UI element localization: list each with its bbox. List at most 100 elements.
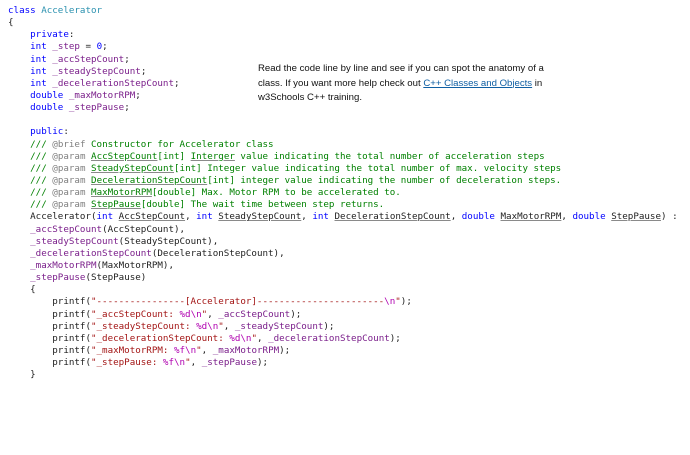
code-variable: _stepPause	[30, 272, 86, 284]
code-text	[8, 224, 30, 235]
doc-tag: @param	[52, 187, 86, 199]
note-text-after: in w3Schools C++ training.	[258, 77, 543, 104]
code-line: /// @brief Constructor for Accelerator c…	[8, 139, 678, 151]
code-text	[8, 163, 30, 174]
code-line: printf("_maxMotorRPM: %f\n", _maxMotorRP…	[8, 345, 678, 357]
param-ref: SteadyStepCount	[91, 162, 175, 174]
doc-tag: @param	[52, 174, 86, 186]
code-escape: \n	[185, 344, 197, 356]
code-variable: _maxMotorRPM	[68, 89, 136, 101]
code-text	[8, 187, 30, 198]
code-string: "	[395, 296, 401, 308]
code-text: (StepPause)	[85, 272, 147, 284]
code-text: (DecelerationStepCount),	[151, 247, 285, 259]
code-line: printf("_stepPause: %f\n", _stepPause);	[8, 357, 678, 369]
code-line: int _accStepCount;	[8, 54, 678, 66]
code-comment: ///	[30, 199, 53, 211]
code-text: :	[68, 29, 75, 41]
note-text-before: Read the code line by line and see if yo…	[258, 63, 544, 89]
code-type: Accelerator	[41, 5, 103, 16]
code-variable: _steadyStepCount	[52, 65, 141, 77]
code-text	[8, 199, 30, 210]
code-text: );	[400, 296, 412, 308]
code-text: {	[8, 17, 14, 29]
code-text	[8, 126, 30, 137]
code-keyword: class	[8, 5, 42, 16]
param-name: SteadyStepCount	[218, 211, 302, 223]
code-text: :	[63, 126, 69, 138]
code-string: "_maxMotorRPM:	[90, 344, 174, 356]
doc-tag: @brief	[52, 138, 86, 150]
code-variable: _accStepCount	[218, 308, 291, 320]
code-keyword: double	[461, 211, 495, 223]
code-text: ) :	[661, 211, 678, 223]
code-keyword: int	[30, 53, 47, 65]
code-text: {	[8, 284, 36, 296]
code-line: int _steadyStepCount;	[8, 66, 678, 78]
code-keyword: double	[30, 89, 64, 101]
code-line: /// @param DecelerationStepCount[int] in…	[8, 175, 678, 187]
code-escape: \n	[207, 320, 219, 332]
code-variable: _step	[52, 41, 80, 53]
code-text: );	[323, 320, 335, 332]
code-text	[8, 54, 30, 65]
code-text: ;	[140, 65, 147, 77]
code-escape: %d	[229, 332, 241, 344]
code-string: "----------------[Accelerator]----------…	[90, 296, 385, 308]
code-comment: ///	[30, 187, 53, 199]
code-line: _stepPause(StepPause)	[8, 272, 678, 284]
code-number: 0	[96, 41, 103, 53]
code-line: }	[8, 369, 678, 381]
param-ref: MaxMotorRPM	[91, 187, 152, 199]
code-text	[8, 248, 30, 259]
code-text: ,	[561, 211, 573, 223]
code-escape: \n	[190, 308, 202, 320]
code-line: _maxMotorRPM(MaxMotorRPM),	[8, 260, 678, 272]
code-text: printf(	[8, 357, 91, 369]
param-ref: Interger	[190, 150, 235, 162]
code-line: _steadyStepCount(SteadyStepCount),	[8, 236, 678, 248]
code-text: (AccStepCount),	[102, 223, 186, 235]
param-name: StepPause	[611, 211, 661, 223]
code-line: /// @param SteadyStepCount[int] Integer …	[8, 163, 678, 175]
code-comment: [int]	[157, 150, 191, 162]
code-block: class Accelerator{ private: int _step = …	[8, 5, 678, 381]
code-text: }	[8, 369, 36, 381]
code-text: ,	[190, 357, 202, 369]
code-text: ,	[223, 320, 235, 332]
code-text	[8, 236, 30, 247]
code-line: int _step = 0;	[8, 41, 678, 53]
code-text	[8, 175, 30, 186]
code-text: printf(	[8, 344, 91, 356]
code-text: printf(	[8, 308, 91, 320]
info-note: Read the code line by line and see if yo…	[258, 62, 558, 106]
code-text: Accelerator(	[8, 211, 97, 223]
code-line: int _decelerationStepCount;	[8, 78, 678, 90]
code-text: ;	[124, 102, 130, 114]
code-line: double _stepPause;	[8, 102, 678, 114]
code-variable: _stepPause	[68, 102, 125, 114]
cpp-classes-link[interactable]: C++ Classes and Objects	[423, 77, 533, 89]
code-line: _decelerationStepCount(DecelerationStepC…	[8, 248, 678, 260]
code-comment: Constructor for Accelerator class	[85, 138, 274, 150]
code-text: ;	[174, 77, 180, 89]
code-keyword: int	[96, 211, 114, 223]
code-text: ,	[185, 211, 197, 223]
code-escape: \n	[240, 332, 252, 344]
code-keyword: int	[312, 211, 329, 223]
code-keyword: int	[30, 41, 47, 53]
code-variable: _decelerationStepCount	[30, 247, 152, 259]
code-line: double _maxMotorRPM;	[8, 90, 678, 102]
code-text: ,	[201, 344, 213, 356]
code-keyword: double	[572, 211, 606, 223]
code-comment: [double] The wait time between step retu…	[140, 199, 385, 211]
code-comment: ///	[30, 150, 53, 162]
code-text	[8, 90, 30, 101]
param-ref: AccStepCount	[91, 150, 158, 162]
code-string: "_stepPause:	[90, 357, 163, 369]
code-line: _accStepCount(AccStepCount),	[8, 224, 678, 236]
code-text	[8, 102, 30, 113]
code-comment: [double] Max. Motor RPM to be accelerate…	[151, 187, 401, 199]
code-text: ,	[207, 308, 219, 320]
code-escape: %d	[196, 320, 208, 332]
